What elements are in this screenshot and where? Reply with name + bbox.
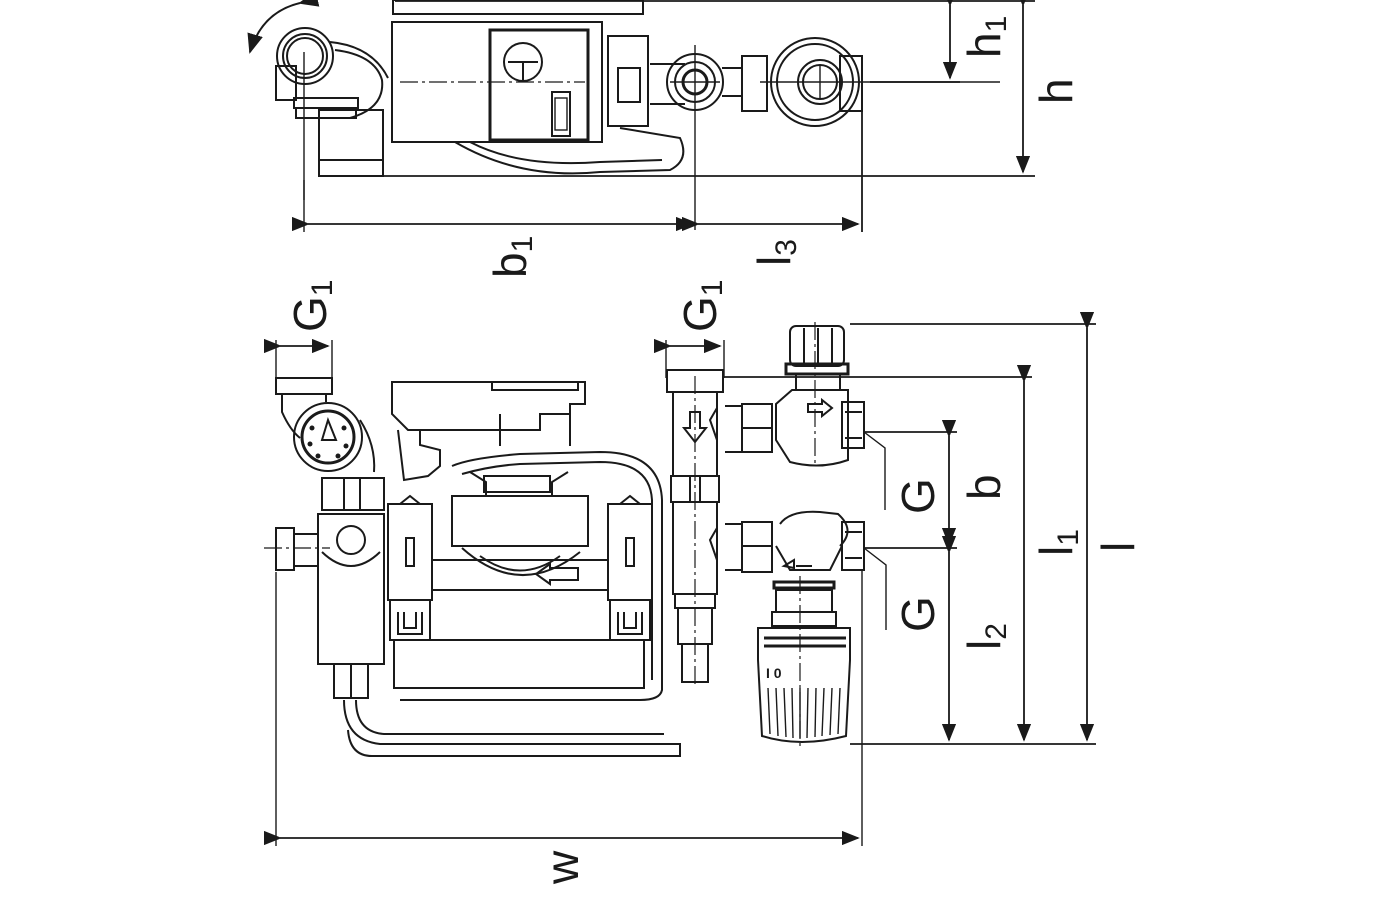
pump-housing-front — [400, 450, 663, 701]
label-l: l — [1092, 542, 1144, 552]
manifold-pipe — [666, 369, 724, 686]
label-l3: l3 — [748, 239, 803, 266]
leader-g-lower — [863, 547, 887, 630]
base-plate — [393, 639, 645, 689]
actuator-left — [264, 513, 385, 699]
clip-left — [387, 494, 433, 641]
capillary-tube — [343, 699, 681, 757]
label-b1: b1 — [484, 236, 539, 278]
lower-valve: I 0 — [725, 510, 865, 748]
label-b: b — [958, 474, 1010, 500]
manometer-assembly — [275, 377, 385, 511]
leader-g-upper — [863, 431, 886, 510]
label-l1: l1 — [1030, 529, 1085, 556]
label-g-upper: G — [892, 478, 944, 514]
label-g1-right: G1 — [674, 280, 729, 332]
top-view: h1 h b1 l3 — [247, 0, 1082, 278]
label-l2: l2 — [958, 623, 1013, 650]
thermostat-scale: I 0 — [766, 665, 782, 681]
rotation-arrow-icon — [247, 0, 320, 54]
thermostat-head — [757, 627, 851, 743]
flow-arrow-down-icon — [681, 411, 709, 444]
flow-arrow-left-icon — [534, 562, 579, 586]
pump-body-top — [391, 21, 685, 175]
clip-right — [607, 494, 653, 641]
flow-arrow-right-icon — [807, 397, 834, 419]
label-h: h — [1030, 78, 1082, 104]
label-h1: h1 — [958, 16, 1013, 58]
label-w: w — [536, 850, 588, 885]
control-box — [391, 381, 586, 482]
check-valve-top — [607, 35, 685, 127]
top-plate — [392, 0, 644, 15]
upper-valve — [725, 322, 865, 467]
label-g-lower: G — [892, 596, 944, 632]
label-g1-left: G1 — [284, 280, 339, 332]
connector-plug — [551, 91, 571, 137]
pressure-gauge-icon — [293, 402, 363, 472]
elbow-fitting-top — [275, 27, 389, 200]
pipe-connection-top — [666, 45, 742, 230]
front-view: G1 G1 — [263, 280, 1144, 885]
